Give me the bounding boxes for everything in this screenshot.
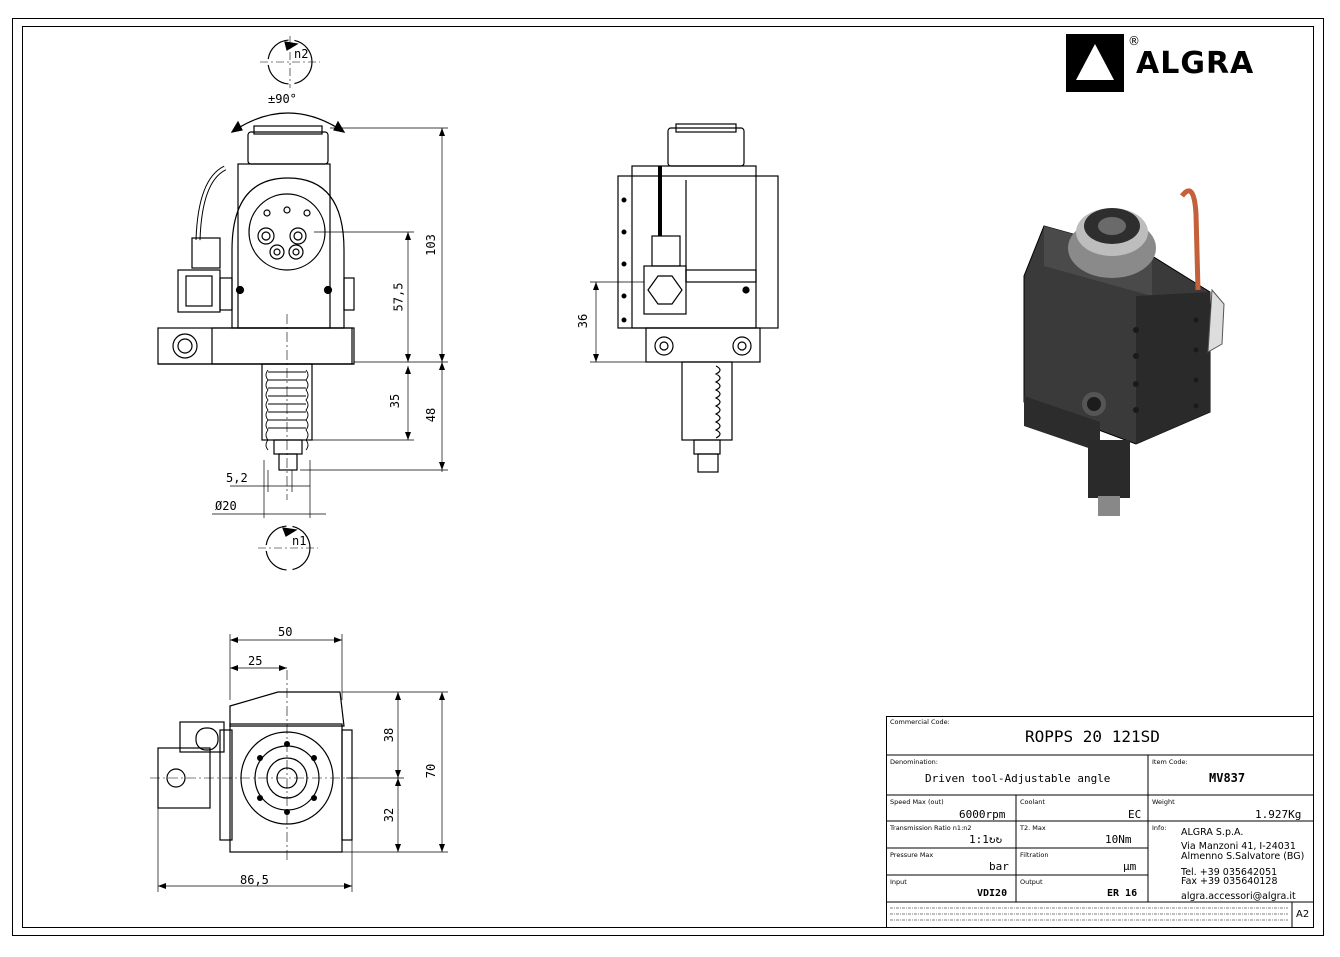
label-angle: ±90°: [268, 92, 297, 106]
denomination: Driven tool-Adjustable angle: [925, 772, 1111, 785]
isometric-render: [1023, 188, 1225, 516]
company-email: algra.accessori@algra.it: [1181, 891, 1296, 902]
registered-mark: ®: [1128, 34, 1140, 48]
ratio-label: Transmission Ratio n1:n2: [890, 824, 972, 832]
pressure-label: Pressure Max: [890, 851, 934, 859]
front-view: [157, 36, 448, 571]
dim-35: 35: [388, 393, 403, 409]
dim-57-5: 57,5: [391, 282, 406, 312]
dim-103: 103: [423, 234, 438, 256]
input-value: VDI20: [977, 888, 1008, 899]
info-label: Info:: [1152, 824, 1167, 832]
title-block: Commercial Code: ROPPS 20 121SD Denomina…: [886, 716, 1314, 928]
filtration-label: Filtration: [1020, 851, 1049, 859]
company-address-line2: Almenno S.Salvatore (BG): [1181, 851, 1305, 862]
drawing-frame-outer: [12, 18, 1324, 936]
weight-label: Weight: [1152, 798, 1175, 806]
torque-label: T2. Max: [1020, 824, 1046, 832]
weight-value: 1.927Kg: [1255, 808, 1302, 821]
company-name: ALGRA S.p.A.: [1181, 827, 1244, 838]
dim-50: 50: [278, 625, 293, 639]
brand-name: ALGRA: [1136, 46, 1255, 81]
dim-32: 32: [382, 807, 397, 823]
dim-36: 36: [576, 313, 591, 329]
speed-value: 6000rpm: [959, 808, 1006, 821]
speed-label: Speed Max (out): [890, 798, 944, 806]
company-tel: Tel. +39 035642051: [1181, 867, 1278, 878]
item-code: MV837: [1209, 771, 1246, 785]
filtration-value: µm: [1123, 860, 1137, 873]
dim-38: 38: [382, 727, 397, 743]
denomination-label: Denomination:: [890, 758, 938, 766]
pressure-value: bar: [989, 860, 1009, 873]
dim-86-5: 86,5: [240, 873, 269, 887]
dim-dia20: Ø20: [215, 499, 237, 513]
torque-value: 10Nm: [1105, 833, 1132, 846]
drawing-frame-inner: [22, 26, 1314, 928]
commercial-code: ROPPS 20 121SD: [1025, 727, 1160, 746]
ratio-value: 1:1↻↻: [969, 833, 1003, 846]
dim-25: 25: [248, 654, 263, 668]
output-value: ER 16: [1107, 888, 1138, 899]
coolant-label: Coolant: [1020, 798, 1045, 806]
side-view: [590, 123, 779, 473]
input-label: Input: [890, 878, 907, 886]
item-code-label: Item Code:: [1152, 758, 1188, 766]
triangle-logo-icon: [1066, 34, 1124, 92]
label-n2: n2: [294, 47, 309, 61]
dim-5-2: 5,2: [226, 471, 248, 485]
output-label: Output: [1020, 878, 1043, 886]
label-n1: n1: [292, 534, 307, 548]
commercial-code-label: Commercial Code:: [890, 718, 950, 726]
algra-logo: ® ALGRA: [1066, 34, 1306, 96]
sheet-size: A2: [1296, 909, 1310, 920]
dim-48: 48: [424, 407, 439, 423]
dim-70: 70: [424, 763, 439, 779]
top-view: [150, 634, 448, 892]
coolant-value: EC: [1128, 808, 1142, 821]
company-fax: Fax +39 035640128: [1181, 876, 1278, 887]
company-address-line1: Via Manzoni 41, I-24031: [1181, 841, 1296, 852]
